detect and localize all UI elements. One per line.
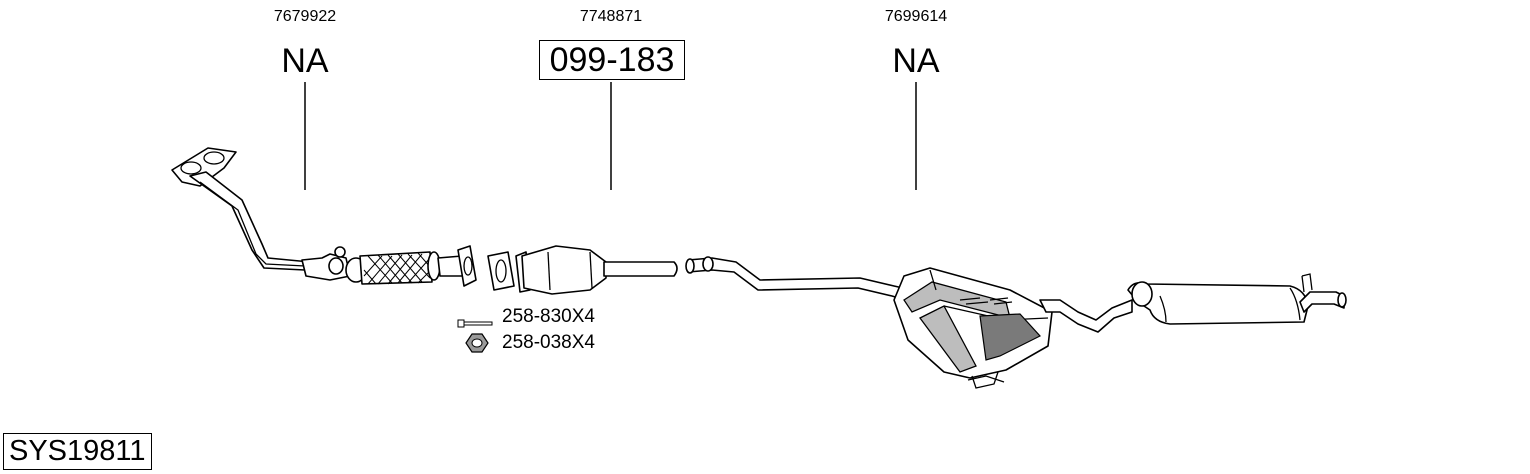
- oe-number-front-pipe: 7679922: [273, 8, 337, 25]
- oe-number-rear-system: 7699614: [884, 8, 948, 25]
- catalyst-drawing: [487, 245, 678, 295]
- hardware-code-nut: 258-038X4: [502, 332, 595, 353]
- bolt-icon: [457, 319, 493, 328]
- system-code: SYS19811: [3, 433, 152, 470]
- hardware-code-bolt: 258-830X4: [502, 306, 595, 327]
- part-code-rear-system: NA: [892, 42, 940, 80]
- front-pipe-drawing: [171, 147, 477, 287]
- rear-system-drawing: [685, 256, 1347, 389]
- oe-number-catalyst: 7748871: [579, 8, 643, 25]
- part-code-catalyst[interactable]: 099-183: [539, 40, 685, 80]
- nut-icon: [465, 333, 489, 353]
- part-code-front-pipe: NA: [281, 42, 329, 80]
